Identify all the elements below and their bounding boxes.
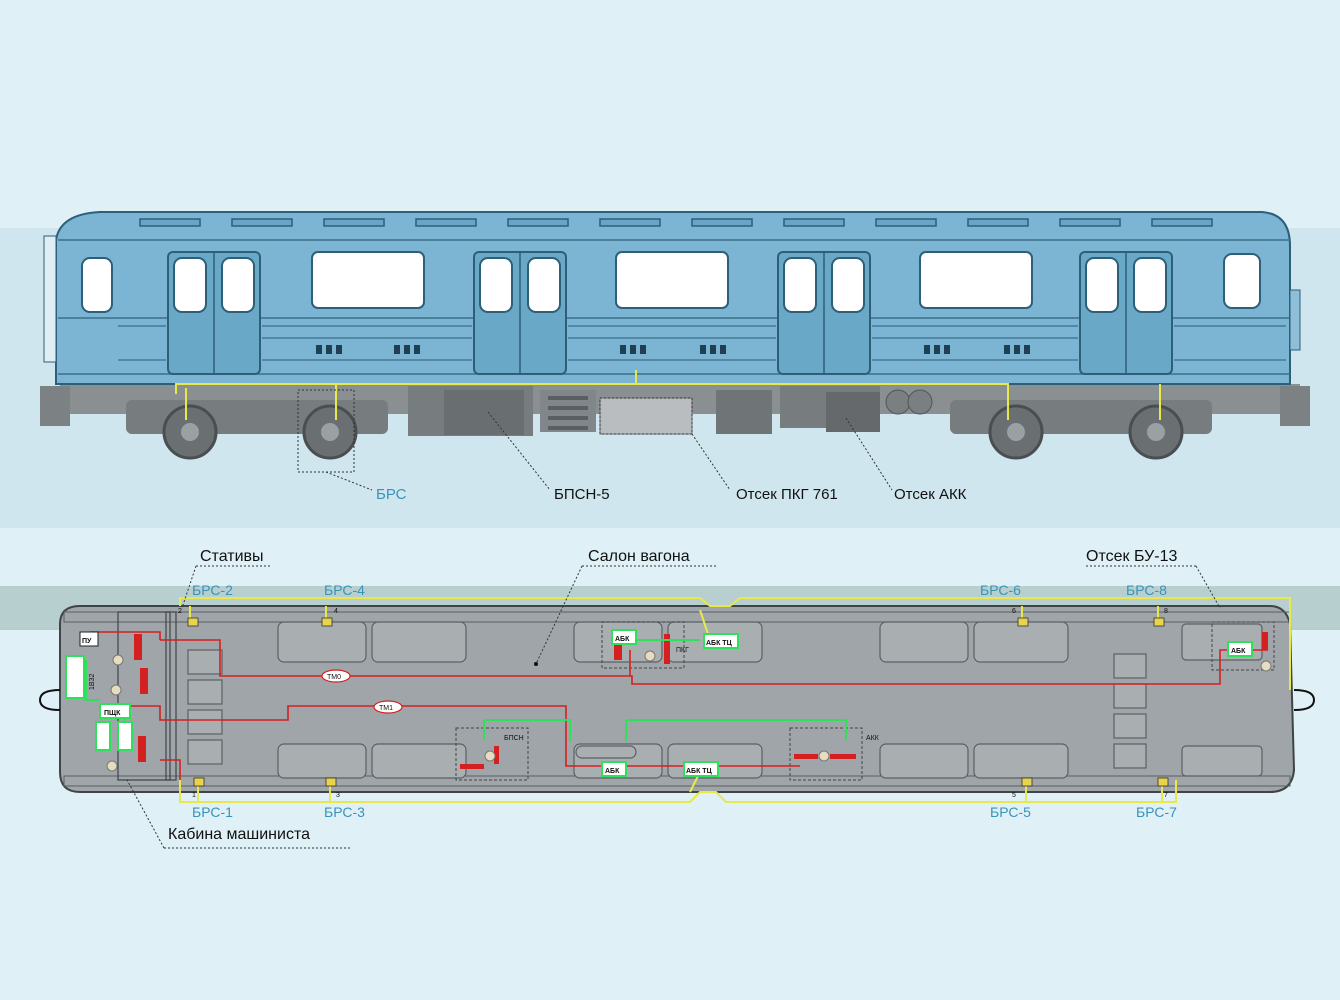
plan-red-pipes bbox=[90, 631, 1268, 780]
brs-num-5: 5 bbox=[1012, 792, 1016, 799]
svg-text:АБК ТЦ: АБК ТЦ bbox=[706, 640, 733, 647]
brs-num-6: 6 bbox=[1012, 608, 1016, 615]
tag-pkg: ПКГ bbox=[676, 647, 689, 654]
svg-text:ТМ0: ТМ0 bbox=[327, 674, 341, 681]
brs-num-7: 7 bbox=[1164, 792, 1168, 799]
brs-markers bbox=[187, 617, 1169, 787]
side-view: БРС БПСН-5 Отсек ПКГ 761 Отсек АКК bbox=[40, 211, 1310, 503]
brs-num-4: 4 bbox=[334, 608, 338, 615]
label-brs-2: БРС-2 bbox=[192, 582, 233, 598]
brs-num-2: 2 bbox=[178, 608, 182, 615]
label-brs-8: БРС-8 bbox=[1126, 582, 1167, 598]
svg-text:АБК: АБК bbox=[1231, 648, 1246, 655]
device-box-cab-green bbox=[65, 655, 133, 751]
svg-text:ПЩК: ПЩК bbox=[104, 710, 121, 717]
plan-view: ПУ ПЩК АБК АБК ТЦ АБК АБК ТЦ АБК bbox=[38, 548, 1316, 849]
underframe bbox=[40, 384, 1310, 460]
brs-num-8: 8 bbox=[1164, 608, 1168, 615]
device-box-abk-tc-1: АБК ТЦ bbox=[703, 633, 739, 649]
label-stativy: Стативы bbox=[200, 548, 264, 565]
label-brs-3: БРС-3 bbox=[324, 804, 365, 820]
lamps bbox=[106, 650, 1272, 772]
car-body bbox=[43, 211, 1301, 385]
tag-bpsn: БПСН bbox=[504, 735, 524, 742]
device-box-abk-2: АБК bbox=[601, 761, 627, 777]
side-yellow-wiring bbox=[175, 370, 1161, 420]
plan-callout-lines bbox=[125, 565, 1221, 849]
svg-text:АБК: АБК bbox=[605, 768, 620, 775]
pipe-tag-tm0: ТМ0 bbox=[321, 669, 351, 683]
label-brs-6: БРС-6 bbox=[980, 582, 1021, 598]
tag-akk: АКК bbox=[866, 735, 880, 742]
svg-text:ТМ1: ТМ1 bbox=[379, 705, 393, 712]
svg-text:АБК: АБК bbox=[615, 636, 630, 643]
label-brs-7: БРС-7 bbox=[1136, 804, 1177, 820]
brs-num-3: 3 bbox=[336, 792, 340, 799]
label-pkg-761: Отсек ПКГ 761 bbox=[736, 486, 838, 503]
device-box-pshk: ПЩК bbox=[99, 703, 131, 719]
side-callout-lines bbox=[297, 389, 893, 491]
label-brs-4: БРС-4 bbox=[324, 582, 365, 598]
device-box-abk-1: АБК bbox=[611, 629, 637, 645]
device-box-abk-tc-2: АБК ТЦ bbox=[683, 761, 719, 777]
label-cab: Кабина машиниста bbox=[168, 826, 310, 843]
label-brs-1: БРС-1 bbox=[192, 804, 233, 820]
svg-text:АБК ТЦ: АБК ТЦ bbox=[686, 768, 713, 775]
svg-text:ПУ: ПУ bbox=[82, 638, 92, 645]
tag-vz: 1ВЗ2 bbox=[89, 673, 96, 690]
device-box-pu: ПУ bbox=[79, 631, 99, 647]
label-bpsn-5: БПСН-5 bbox=[554, 486, 610, 503]
label-brs-5: БРС-5 bbox=[990, 804, 1031, 820]
brs-num-1: 1 bbox=[192, 792, 196, 799]
device-box-abk-3: АБК bbox=[1227, 641, 1253, 657]
label-salon: Салон вагона bbox=[588, 548, 690, 565]
label-bu13: Отсек БУ-13 bbox=[1086, 548, 1177, 565]
pipe-tag-tm1: ТМ1 bbox=[373, 700, 403, 714]
label-akk: Отсек АКК bbox=[894, 486, 967, 503]
label-brs: БРС bbox=[376, 486, 407, 503]
